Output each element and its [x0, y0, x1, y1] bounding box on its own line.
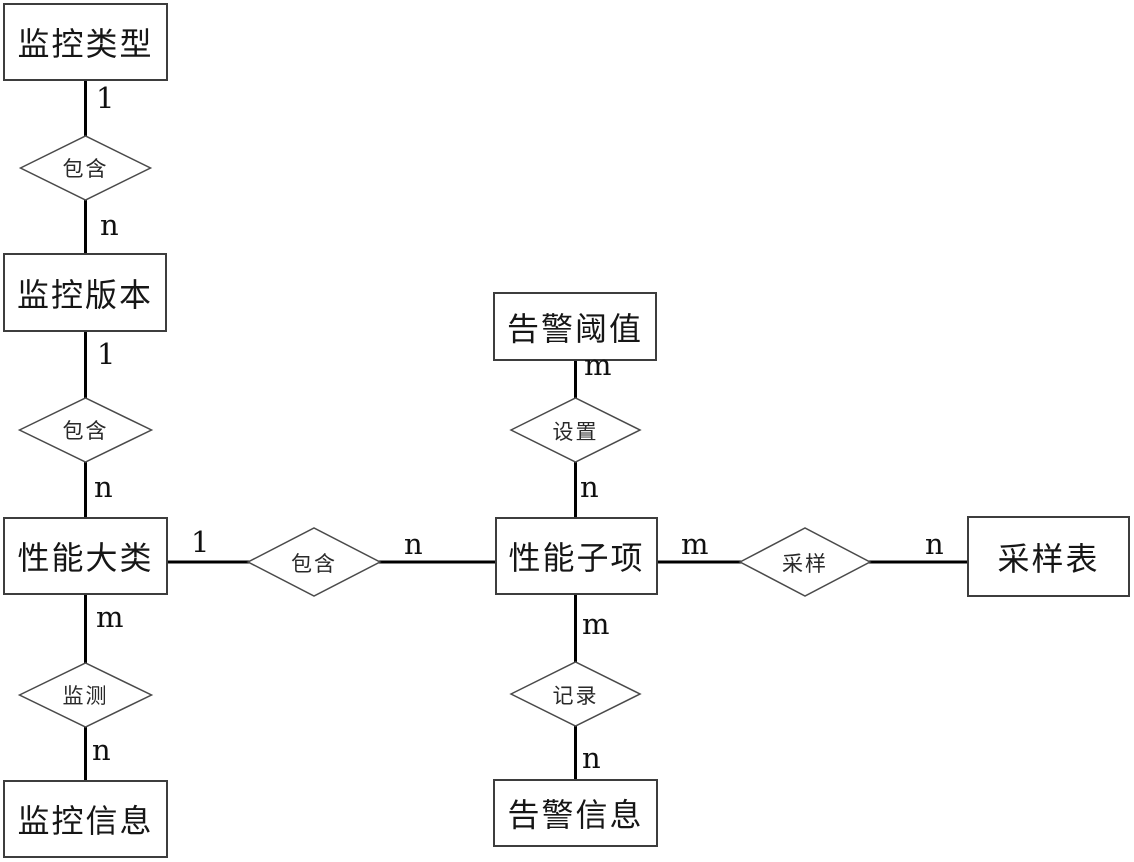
entity-label: 告警信息 — [507, 796, 644, 834]
relationship-sample-label: 采样 — [782, 552, 828, 576]
cardinality-label: n — [580, 470, 599, 504]
entity-label: 监控类型 — [17, 25, 154, 63]
cardinality-label: n — [582, 741, 601, 775]
entity-alarm-info: 告警信息 — [493, 779, 658, 847]
entity-sample-table: 采样表 — [967, 516, 1130, 597]
relationship-set-label: 设置 — [552, 420, 599, 444]
relationship-diamonds — [17, 135, 872, 728]
cardinality-label: 1 — [191, 525, 210, 559]
relationship-sample-diamond — [738, 527, 872, 597]
entity-alarm-threshold: 告警阈值 — [493, 292, 657, 361]
cardinality-label: m — [96, 600, 124, 634]
cardinality-label: m — [582, 607, 610, 641]
entity-monitor-type: 监控类型 — [3, 3, 168, 81]
entity-label: 性能子项 — [508, 539, 645, 577]
relationship-contains-3-label: 包含 — [291, 552, 337, 576]
relationship-record-label: 记录 — [552, 684, 599, 708]
cardinality-label: 1 — [97, 337, 116, 371]
cardinality-label: m — [681, 527, 709, 561]
relationship-monitor-label: 监测 — [62, 684, 109, 708]
entity-label: 性能大类 — [17, 539, 154, 577]
relationship-contains-2-label: 包含 — [62, 419, 109, 443]
entity-label: 采样表 — [997, 539, 1100, 578]
cardinality-label: n — [100, 208, 119, 242]
entity-monitor-version: 监控版本 — [3, 253, 167, 332]
cardinality-label: 1 — [96, 81, 115, 115]
entity-monitor-info: 监控信息 — [3, 780, 168, 858]
cardinality-label: n — [404, 527, 423, 561]
entity-label: 监控版本 — [16, 275, 153, 314]
cardinality-label: n — [94, 470, 113, 504]
relationship-contains-3-diamond — [246, 527, 382, 597]
cardinality-label: n — [92, 733, 111, 767]
cardinality-label: n — [925, 527, 944, 561]
relationship-record-diamond — [509, 661, 642, 727]
relationship-set-diamond — [509, 397, 642, 463]
entity-perf-major-class: 性能大类 — [3, 517, 168, 595]
relationship-contains-1-diamond — [18, 135, 153, 201]
relationship-contains-1-label: 包含 — [62, 157, 109, 181]
cardinality-label: m — [584, 348, 612, 382]
relationship-monitor-diamond — [17, 662, 154, 728]
entity-perf-subitem: 性能子项 — [495, 517, 658, 595]
entity-label: 监控信息 — [17, 802, 154, 840]
relationship-contains-2-diamond — [17, 397, 154, 463]
entity-label: 告警阈值 — [506, 309, 643, 348]
